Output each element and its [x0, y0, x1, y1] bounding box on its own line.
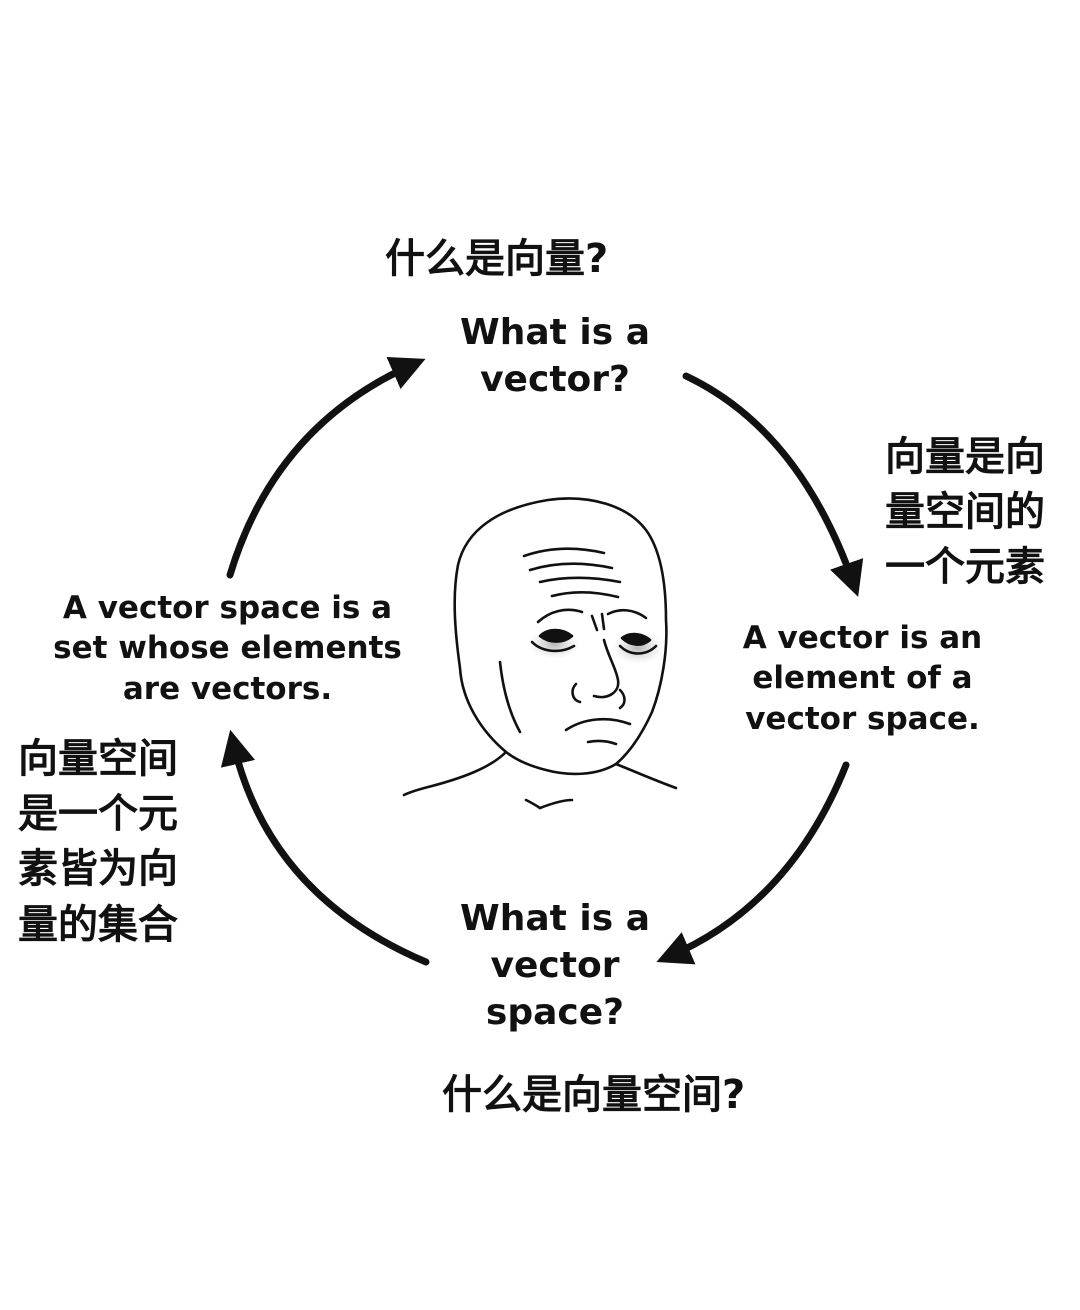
arrow-left-to-top [226, 356, 426, 579]
zh-what-is-a-vector: 什么是向量? [385, 236, 609, 282]
arrow-top-to-right [682, 372, 864, 597]
worried-wojak-face-icon [402, 497, 678, 810]
zh-vector-space-definition: 向量空间 是一个元 素皆为向 量的集合 [18, 736, 178, 948]
zh-what-is-a-vector-space: 什么是向量空间? [442, 1072, 746, 1118]
label-what-is-a-vector: What is a vector? [460, 312, 650, 400]
label-vector-definition: A vector is an element of a vector space… [742, 620, 983, 737]
label-vector-space-definition: A vector space is a set whose elements a… [53, 590, 402, 707]
arrow-bottom-to-left [220, 729, 430, 966]
zh-vector-definition: 向量是向 量空间的 一个元素 [885, 434, 1045, 591]
arrow-right-to-bottom [656, 761, 850, 965]
label-what-is-a-vector-space: What is a vector space? [460, 898, 650, 1033]
